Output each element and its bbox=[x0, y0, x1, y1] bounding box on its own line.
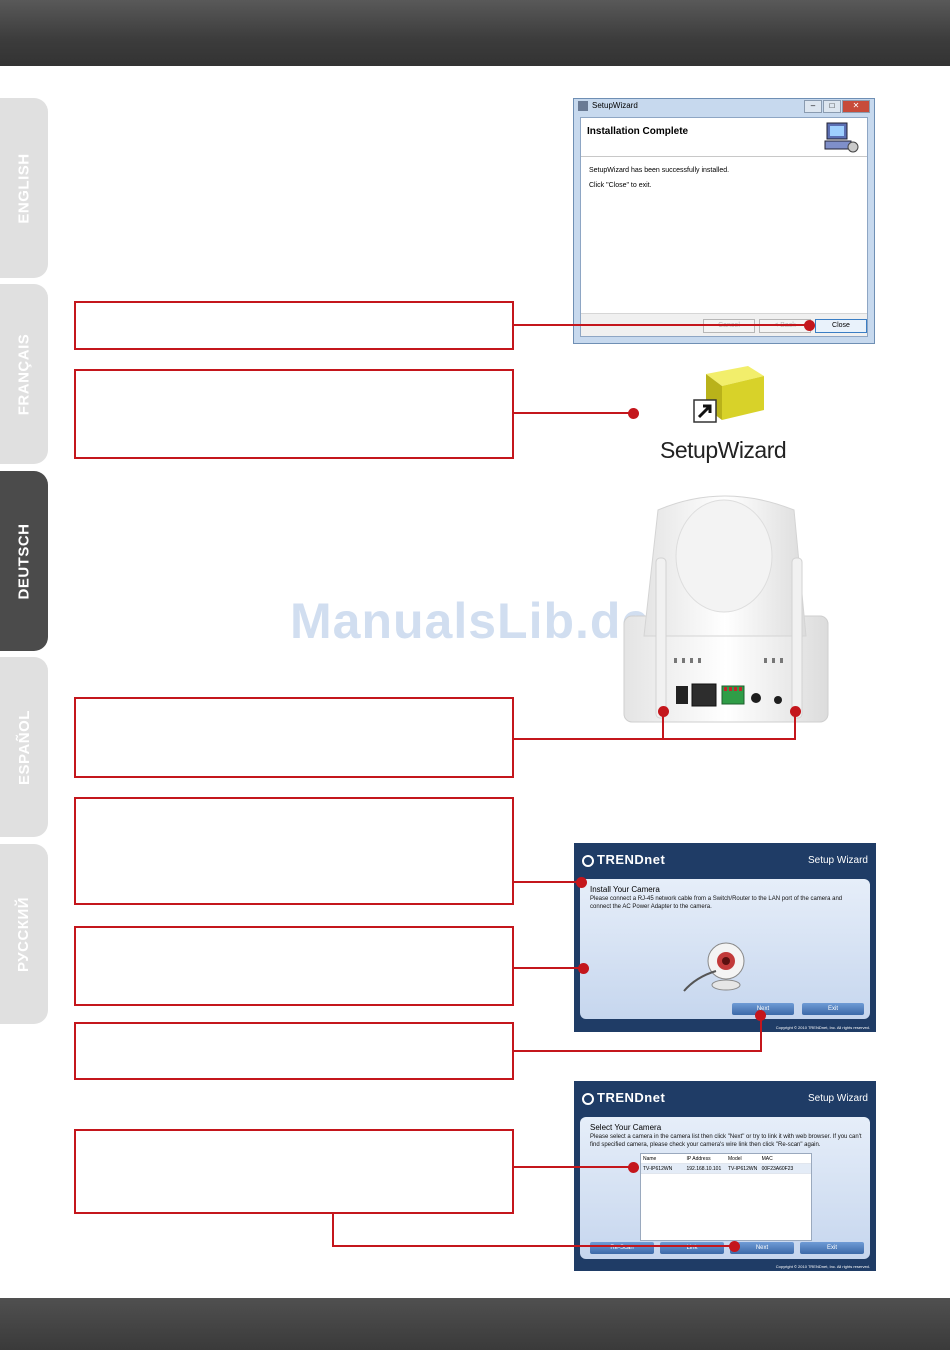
column-header: IP Address bbox=[686, 1155, 711, 1162]
exit-button[interactable]: Exit bbox=[802, 1003, 864, 1015]
trendnet-brand: TRENDnet bbox=[597, 1090, 666, 1105]
tab-espanol[interactable]: ESPAÑOL bbox=[0, 657, 48, 837]
connector-dot bbox=[658, 706, 669, 717]
webcam-icon bbox=[683, 942, 745, 992]
wizard-install-screen: TRENDnet Setup Wizard Install Your Camer… bbox=[574, 843, 876, 1032]
connector-dot bbox=[804, 320, 815, 331]
computer-setup-icon bbox=[824, 122, 859, 153]
setupwizard-shortcut-icon[interactable] bbox=[688, 360, 768, 430]
connector-line bbox=[514, 1166, 632, 1168]
close-icon[interactable]: ✕ bbox=[842, 100, 870, 113]
cell-ip: 192.168.10.101 bbox=[686, 1165, 722, 1172]
wizard-select-screen: TRENDnet Setup Wizard Select Your Camera… bbox=[574, 1081, 876, 1271]
tab-label: ESPAÑOL bbox=[15, 709, 33, 785]
setupwizard-icon-label: SetupWizard bbox=[660, 437, 787, 463]
connector-line bbox=[514, 412, 630, 414]
trendnet-logo: TRENDnet bbox=[582, 1090, 665, 1105]
connector-line bbox=[662, 712, 664, 739]
tab-russian[interactable]: РУССКИЙ bbox=[0, 844, 48, 1024]
installer-window-title: SetupWizard bbox=[592, 101, 638, 110]
installer-message-1: SetupWizard has been successfully instal… bbox=[589, 167, 730, 174]
callout-box-6 bbox=[74, 1022, 514, 1080]
connector-dot bbox=[729, 1241, 740, 1252]
connector-dot bbox=[576, 877, 587, 888]
camera-list-table: Name IP Address Model MAC TV-IP612WN 192… bbox=[640, 1153, 812, 1241]
callout-box-2 bbox=[74, 369, 514, 459]
connector-line bbox=[332, 1213, 334, 1247]
tab-english[interactable]: ENGLISH bbox=[0, 98, 48, 278]
column-header: Name bbox=[643, 1155, 657, 1162]
exit-button[interactable]: Exit bbox=[800, 1242, 864, 1254]
wizard-heading: Install Your Camera bbox=[590, 885, 660, 894]
callout-box-3 bbox=[74, 697, 514, 778]
wizard-title: Setup Wizard bbox=[807, 855, 868, 866]
tab-label: DEUTSCH bbox=[15, 522, 33, 600]
callout-box-7 bbox=[74, 1129, 514, 1214]
footer-bar bbox=[0, 1298, 950, 1350]
close-button[interactable]: Close bbox=[815, 319, 867, 333]
tab-label: ENGLISH bbox=[15, 152, 33, 224]
connector-line bbox=[514, 738, 796, 740]
cell-mac: 00F23A60F23 bbox=[761, 1165, 794, 1172]
connector-dot bbox=[628, 408, 639, 419]
connector-line bbox=[332, 1245, 734, 1247]
connector-dot bbox=[578, 963, 589, 974]
trendnet-logo-icon bbox=[582, 855, 594, 867]
minimize-icon[interactable]: – bbox=[804, 100, 822, 113]
cell-model: TV-IP612WN bbox=[728, 1165, 758, 1172]
link-button[interactable]: Link bbox=[660, 1242, 724, 1254]
column-header: MAC bbox=[761, 1155, 773, 1162]
connector-dot bbox=[628, 1162, 639, 1173]
header-bar bbox=[0, 0, 950, 66]
table-header-row: Name IP Address Model MAC bbox=[641, 1154, 811, 1164]
next-button[interactable]: Next bbox=[732, 1003, 794, 1015]
connector-line bbox=[760, 1014, 762, 1052]
copyright: Copyright © 2010 TRENDnet, Inc. All righ… bbox=[775, 1025, 870, 1030]
callout-box-4 bbox=[74, 797, 514, 905]
installer-heading: Installation Complete bbox=[587, 126, 689, 137]
callout-box-5 bbox=[74, 926, 514, 1006]
callout-box-1 bbox=[74, 301, 514, 350]
connector-line bbox=[514, 324, 807, 326]
column-header: Model bbox=[728, 1155, 742, 1162]
wizard-instructions: Please connect a RJ-45 network cable fro… bbox=[590, 896, 843, 910]
app-icon bbox=[578, 101, 588, 111]
wizard-panel: Install Your Camera Please connect a RJ-… bbox=[580, 879, 870, 1019]
trendnet-logo-icon bbox=[582, 1093, 594, 1105]
connector-line bbox=[514, 967, 580, 969]
connector-line bbox=[794, 712, 796, 739]
installer-window: SetupWizard – □ ✕ Installation Complete … bbox=[573, 98, 875, 344]
table-row[interactable]: TV-IP612WN 192.168.10.101 TV-IP612WN 00F… bbox=[641, 1164, 811, 1174]
maximize-icon[interactable]: □ bbox=[823, 100, 841, 113]
connector-dot bbox=[755, 1010, 766, 1021]
tab-deutsch[interactable]: DEUTSCH bbox=[0, 471, 48, 651]
wizard-title: Setup Wizard bbox=[807, 1093, 868, 1104]
wizard-instructions: Please select a camera in the camera lis… bbox=[590, 1134, 862, 1148]
camera-back-view-image bbox=[623, 495, 829, 723]
cell-name: TV-IP612WN bbox=[643, 1165, 673, 1172]
watermark: ManualsLib.de bbox=[290, 593, 651, 649]
rescan-button[interactable]: Re-Scan bbox=[590, 1242, 654, 1254]
tab-francais[interactable]: FRANÇAIS bbox=[0, 284, 48, 464]
trendnet-brand: TRENDnet bbox=[597, 852, 666, 867]
next-button[interactable]: Next bbox=[730, 1242, 794, 1254]
connector-dot bbox=[790, 706, 801, 717]
installer-titlebar: SetupWizard – □ ✕ bbox=[574, 99, 874, 115]
tab-label: FRANÇAIS bbox=[15, 333, 33, 415]
wizard-heading: Select Your Camera bbox=[590, 1123, 662, 1132]
cancel-button[interactable]: Cancel bbox=[703, 319, 755, 333]
copyright: Copyright © 2010 TRENDnet, Inc. All righ… bbox=[775, 1264, 870, 1269]
tab-label: РУССКИЙ bbox=[15, 896, 33, 972]
connector-line bbox=[514, 881, 580, 883]
trendnet-logo: TRENDnet bbox=[582, 852, 665, 867]
connector-line bbox=[514, 1050, 762, 1052]
installer-message-2: Click "Close" to exit. bbox=[589, 182, 652, 189]
